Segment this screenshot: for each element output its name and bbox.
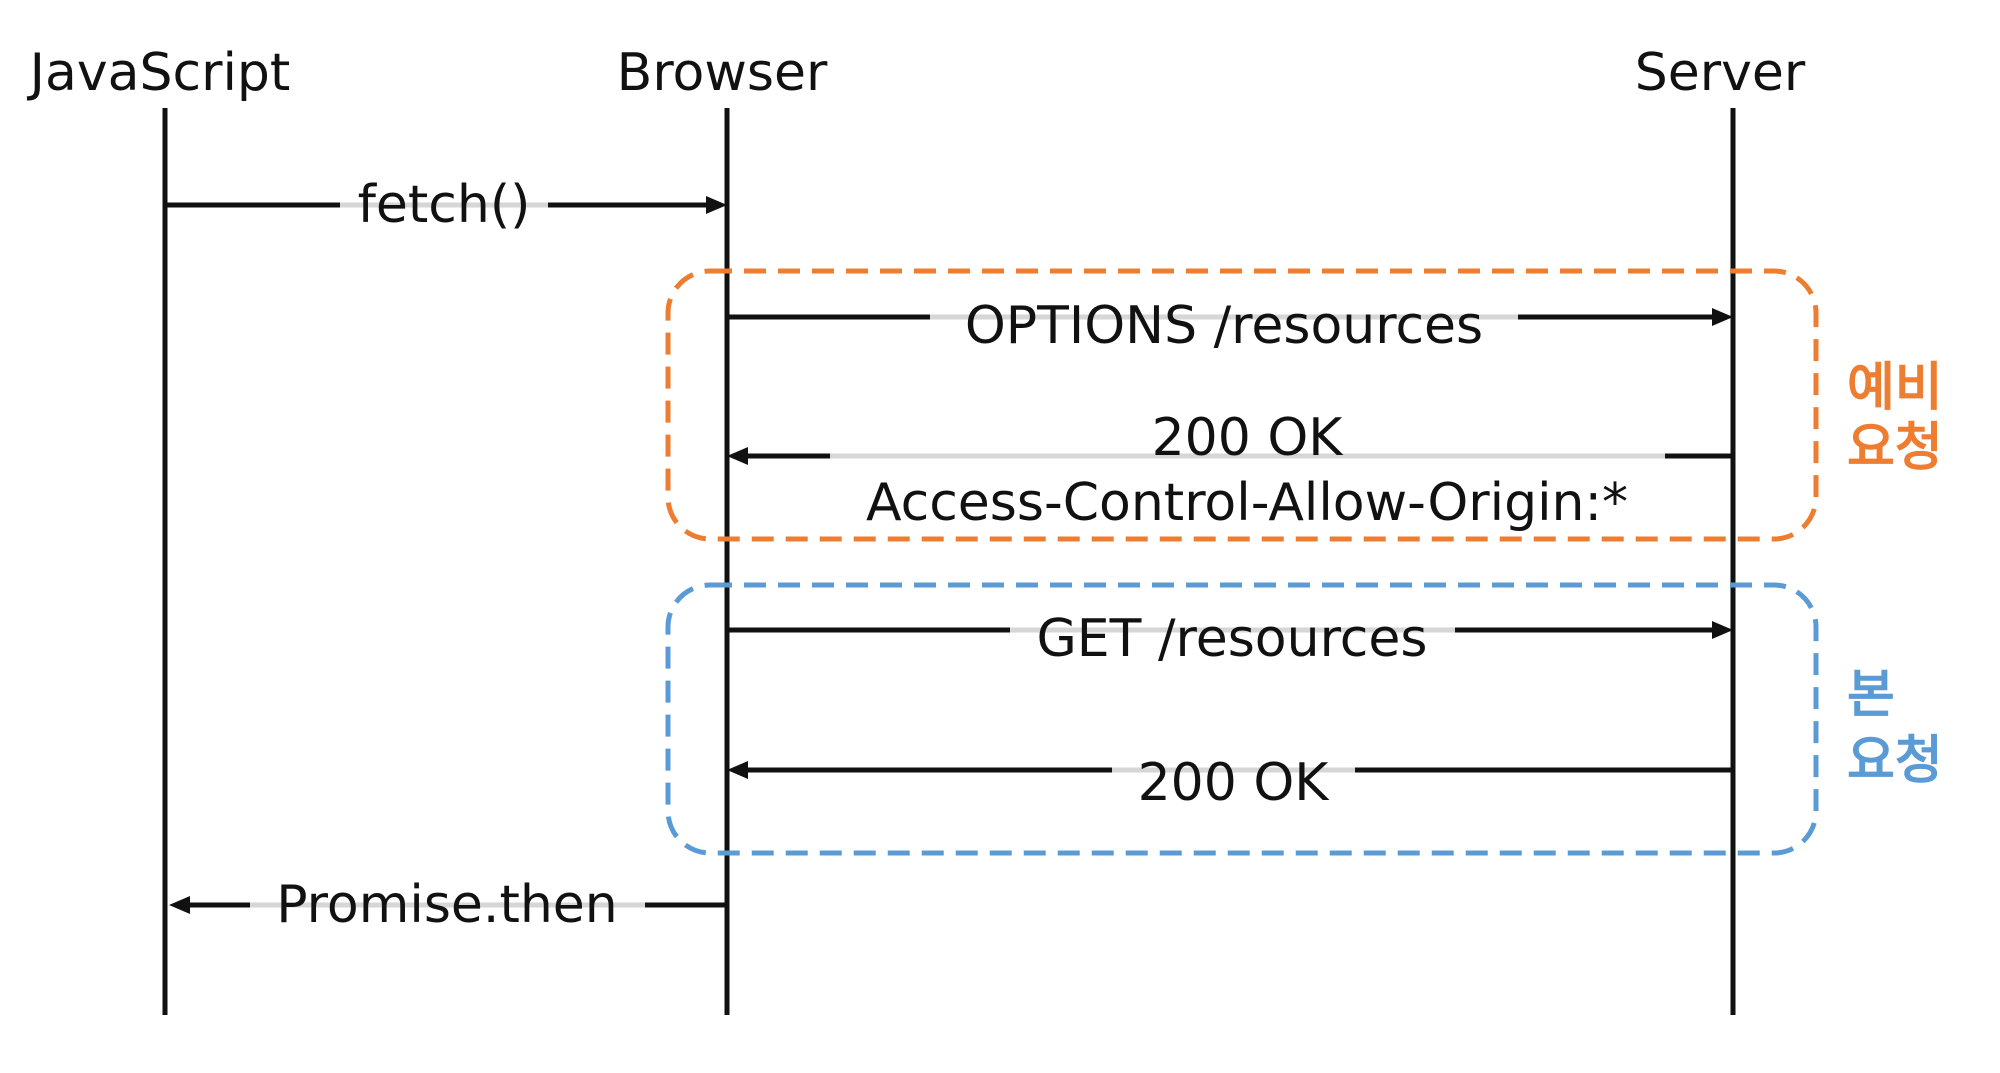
get-ok-message-label: 200 OK [1138, 753, 1331, 813]
actor-javascript-label: JavaScript [27, 43, 291, 103]
promise-message-label: Promise.then [276, 875, 618, 935]
get-message-label: GET /resources [1037, 609, 1428, 669]
actor-browser-label: Browser [617, 43, 828, 103]
main-group-box [665, 582, 1819, 856]
preflight-group-box [665, 268, 1819, 542]
actor-server-label: Server [1635, 43, 1806, 103]
options-message-label: OPTIONS /resources [965, 296, 1483, 356]
get-arrowhead [1712, 621, 1733, 639]
preflight-group-label-line1: 예비 [1847, 358, 1943, 418]
options-arrowhead [1712, 308, 1733, 326]
preflight-ok-arrowhead [727, 447, 748, 465]
main-group-label-line2: 요청 [1847, 731, 1943, 791]
preflight-ok-message-label: 200 OK [1152, 408, 1345, 468]
fetch-arrowhead [706, 196, 727, 214]
promise-arrowhead [169, 896, 190, 914]
get-ok-arrowhead [727, 761, 748, 779]
preflight-header-message-label: Access-Control-Allow-Origin:* [866, 473, 1628, 533]
main-group-label-line1: 본 [1847, 665, 1895, 725]
fetch-message-label: fetch() [358, 175, 531, 235]
preflight-group-label-line2: 요청 [1847, 418, 1943, 478]
